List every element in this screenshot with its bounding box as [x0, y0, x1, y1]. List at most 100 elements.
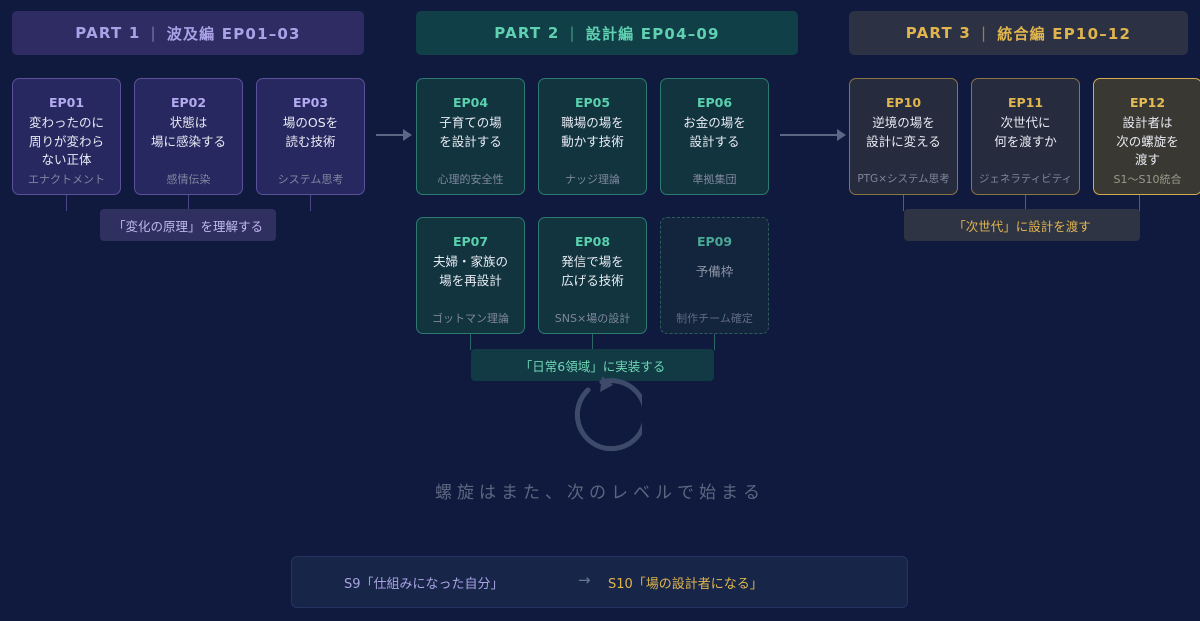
episode-subtitle: SNS×場の設計 — [554, 312, 631, 325]
cycle-arrow-icon — [574, 376, 642, 452]
episode-title-line: お金の場を — [683, 115, 746, 130]
episode-number: EP04 — [452, 95, 489, 110]
episode-title-line: 変わったのに — [28, 115, 104, 130]
season-transition-footer: S9「仕組みになった自分」 → S10「場の設計者になる」 — [291, 556, 908, 608]
episode-subtitle: ナッジ理論 — [565, 173, 620, 186]
episode-title-line: 周りが変わら — [28, 133, 104, 149]
episode-title: 次世代に 何を渡すか — [974, 114, 1077, 151]
connector-line — [714, 334, 715, 350]
episode-card-ep09[interactable]: EP09 予備枠 制作チーム確定 — [660, 217, 769, 334]
part3-separator: | — [981, 24, 988, 42]
episode-number: EP06 — [696, 95, 733, 110]
episode-title: 逆境の場を 設計に変える — [852, 114, 955, 151]
right-arrow-icon — [780, 129, 846, 141]
episode-title-line: 設計者は — [1122, 115, 1173, 130]
episode-title: 職場の場を 動かす技術 — [541, 114, 644, 151]
episode-title: 変わったのに 周りが変わら ない正体 — [15, 114, 118, 170]
episode-card-ep01[interactable]: EP01 変わったのに 周りが変わら ない正体 エナクトメント — [12, 78, 121, 195]
connector-line — [188, 195, 189, 211]
episode-title-line: 次の螺旋を — [1116, 133, 1179, 149]
episode-title-line: 子育ての場 — [439, 115, 502, 130]
part2-separator: | — [569, 24, 576, 42]
episode-number: EP01 — [48, 95, 85, 110]
connector-line — [310, 195, 311, 211]
connector-line — [592, 334, 593, 350]
episode-title-line: 場に感染する — [150, 133, 226, 149]
episode-card-ep06[interactable]: EP06 お金の場を 設計する 準拠集団 — [660, 78, 769, 195]
episode-title-line: 広げる技術 — [561, 272, 624, 288]
connector-line — [66, 195, 67, 211]
episode-title-line: 場のOSを — [282, 115, 339, 130]
episode-title-line: 状態は — [169, 115, 208, 130]
episode-card-ep05[interactable]: EP05 職場の場を 動かす技術 ナッジ理論 — [538, 78, 647, 195]
part2-title: 設計編 EP04–09 — [585, 24, 720, 43]
episode-card-ep07[interactable]: EP07 夫婦・家族の 場を再設計 ゴットマン理論 — [416, 217, 525, 334]
episode-title-line: 設計に変える — [866, 133, 941, 149]
part1-separator: | — [150, 24, 157, 42]
episode-subtitle: 心理的安全性 — [437, 173, 504, 186]
episode-subtitle: 感情伝染 — [166, 173, 211, 186]
episode-title: 予備枠 — [663, 263, 766, 282]
episode-title-line: 動かす技術 — [561, 133, 624, 149]
episode-title-line: 予備枠 — [695, 264, 734, 279]
episode-subtitle: ジェネラティビティ — [978, 173, 1073, 185]
episode-number: EP09 — [696, 234, 733, 249]
part1-summary: 「変化の原理」を理解する — [100, 209, 276, 241]
episode-title-line: を設計する — [439, 133, 502, 149]
episode-title-line: 場を再設計 — [439, 272, 502, 288]
episode-title-line: 読む技術 — [285, 133, 336, 149]
episode-number: EP10 — [885, 95, 922, 110]
episode-title-line: ない正体 — [41, 152, 92, 167]
episode-subtitle: ゴットマン理論 — [432, 312, 509, 325]
episode-subtitle: エナクトメント — [28, 173, 105, 186]
part1-title: 波及編 EP01–03 — [166, 24, 301, 43]
connector-line — [1139, 195, 1140, 211]
episode-title: 場のOSを 読む技術 — [259, 114, 362, 151]
episode-card-ep02[interactable]: EP02 状態は 場に感染する 感情伝染 — [134, 78, 243, 195]
part2-summary: 「日常6領域」に実装する — [471, 349, 714, 381]
right-arrow-icon: → — [578, 571, 591, 589]
connector-line — [470, 334, 471, 350]
episode-number: EP05 — [574, 95, 611, 110]
part3-label: PART 3 — [905, 24, 971, 42]
episode-title-line: 設計する — [689, 133, 740, 149]
episode-number: EP11 — [1007, 95, 1044, 110]
episode-title: お金の場を 設計する — [663, 114, 766, 151]
episode-number: EP12 — [1129, 95, 1166, 110]
part2-label: PART 2 — [494, 24, 560, 42]
episode-title-line: 夫婦・家族の — [432, 254, 508, 269]
part2-header: PART 2 | 設計編 EP04–09 — [416, 11, 798, 55]
episode-card-ep03[interactable]: EP03 場のOSを 読む技術 システム思考 — [256, 78, 365, 195]
episode-title-line: 逆境の場を — [872, 115, 935, 130]
part3-header: PART 3 | 統合編 EP10–12 — [849, 11, 1188, 55]
episode-card-ep12[interactable]: EP12 設計者は 次の螺旋を 渡す S1〜S10統合 — [1093, 78, 1200, 195]
episode-title: 発信で場を 広げる技術 — [541, 253, 644, 290]
episode-number: EP08 — [574, 234, 611, 249]
part3-title: 統合編 EP10–12 — [997, 24, 1132, 43]
episode-subtitle: システム思考 — [277, 173, 344, 186]
episode-number: EP07 — [452, 234, 489, 249]
episode-subtitle: PTG×システム思考 — [857, 173, 950, 185]
episode-title: 夫婦・家族の 場を再設計 — [419, 253, 522, 290]
episode-card-ep08[interactable]: EP08 発信で場を 広げる技術 SNS×場の設計 — [538, 217, 647, 334]
episode-number: EP02 — [170, 95, 207, 110]
connector-line — [903, 195, 904, 211]
episode-subtitle: S1〜S10統合 — [1113, 173, 1182, 186]
episode-card-ep11[interactable]: EP11 次世代に 何を渡すか ジェネラティビティ — [971, 78, 1080, 195]
episode-title-line: 何を渡すか — [994, 133, 1057, 149]
part1-header: PART 1 | 波及編 EP01–03 — [12, 11, 364, 55]
episode-subtitle: 制作チーム確定 — [676, 312, 753, 325]
episode-card-ep04[interactable]: EP04 子育ての場 を設計する 心理的安全性 — [416, 78, 525, 195]
episode-title: 設計者は 次の螺旋を 渡す — [1096, 114, 1199, 170]
episode-card-ep10[interactable]: EP10 逆境の場を 設計に変える PTG×システム思考 — [849, 78, 958, 195]
season-from-label: S9「仕組みになった自分」 — [344, 577, 504, 592]
episode-title-line: 発信で場を — [561, 254, 624, 269]
episode-number: EP03 — [292, 95, 329, 110]
right-arrow-icon — [376, 129, 412, 141]
part3-summary: 「次世代」に設計を渡す — [904, 209, 1140, 241]
episode-title: 子育ての場 を設計する — [419, 114, 522, 151]
episode-title-line: 次世代に — [1000, 115, 1051, 130]
tagline: 螺旋はまた、次のレベルで始まる — [435, 483, 765, 503]
episode-subtitle: 準拠集団 — [692, 173, 737, 186]
episode-title-line: 職場の場を — [561, 115, 624, 130]
